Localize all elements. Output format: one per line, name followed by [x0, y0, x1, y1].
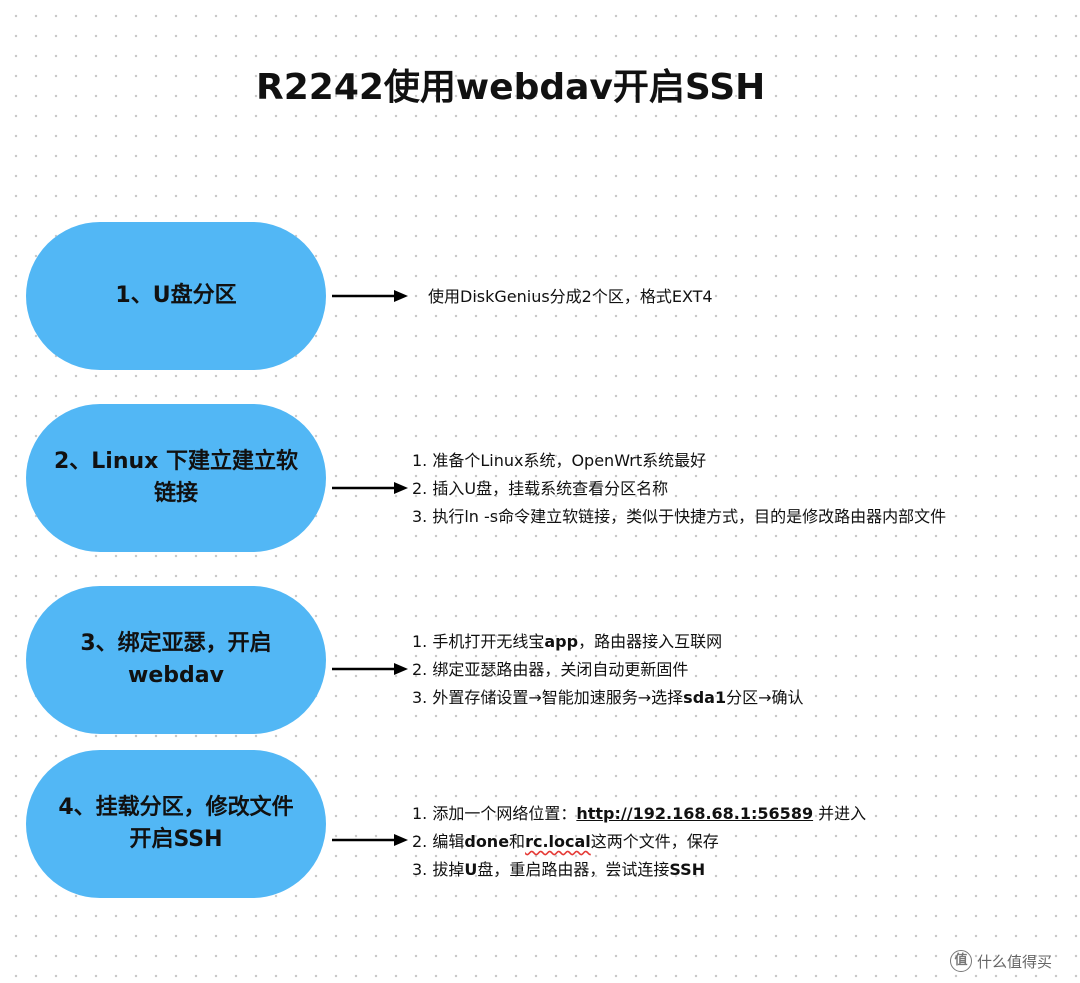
- step-2-line-1: 1. 准备个Linux系统，OpenWrt系统最好: [412, 451, 707, 470]
- step-4-line-2: 2. 编辑done和rc.local这两个文件，保存: [412, 832, 719, 851]
- step-3-arrow: [332, 663, 408, 675]
- step-4-node: 4、挂载分区，修改文件开启SSH: [26, 750, 326, 898]
- step-3-line-3: 3. 外置存储设置→智能加速服务→选择sda1分区→确认: [412, 688, 804, 707]
- webdav-address-link[interactable]: http://192.168.68.1:56589: [576, 804, 814, 823]
- step-1-arrow: [332, 290, 408, 302]
- step-2-line-2: 2. 插入U盘，挂载系统查看分区名称: [412, 479, 669, 498]
- step-2-description: 1. 准备个Linux系统，OpenWrt系统最好 2. 插入U盘，挂载系统查看…: [412, 447, 946, 531]
- step-1-line-1: 使用DiskGenius分成2个区，格式EXT4: [428, 287, 713, 306]
- watermark-logo-icon: 值: [950, 950, 972, 972]
- step-3-node: 3、绑定亚瑟，开启webdav: [26, 586, 326, 734]
- step-4-line-1: 1. 添加一个网络位置：http://192.168.68.1:56589 并进…: [412, 804, 867, 823]
- step-1-description: 使用DiskGenius分成2个区，格式EXT4: [428, 283, 713, 311]
- step-2-line-3: 3. 执行ln -s命令建立软链接，类似于快捷方式，目的是修改路由器内部文件: [412, 507, 947, 526]
- step-1-node: 1、U盘分区: [26, 222, 326, 370]
- step-4-arrow: [332, 834, 408, 846]
- step-4-description: 1. 添加一个网络位置：http://192.168.68.1:56589 并进…: [412, 800, 866, 884]
- watermark-text: 什么值得买: [977, 952, 1053, 971]
- step-2-node: 2、Linux 下建立建立软链接: [26, 404, 326, 552]
- step-2-arrow: [332, 482, 408, 494]
- step-4-line-3: 3. 拔掉U盘，重启路由器，尝试连接SSH: [412, 860, 706, 879]
- watermark: 值 什么值得买: [950, 950, 1052, 972]
- step-4-label: 4、挂载分区，修改文件开启SSH: [58, 795, 294, 852]
- step-3-line-2: 2. 绑定亚瑟路由器，关闭自动更新固件: [412, 660, 689, 679]
- step-3-description: 1. 手机打开无线宝app，路由器接入互联网 2. 绑定亚瑟路由器，关闭自动更新…: [412, 628, 804, 712]
- page-title: R2242使用webdav开启SSH: [256, 67, 766, 108]
- step-3-line-1: 1. 手机打开无线宝app，路由器接入互联网: [412, 632, 723, 651]
- step-2-label: 2、Linux 下建立建立软链接: [53, 449, 299, 506]
- step-3-label: 3、绑定亚瑟，开启webdav: [80, 631, 272, 688]
- step-1-label: 1、U盘分区: [115, 283, 237, 308]
